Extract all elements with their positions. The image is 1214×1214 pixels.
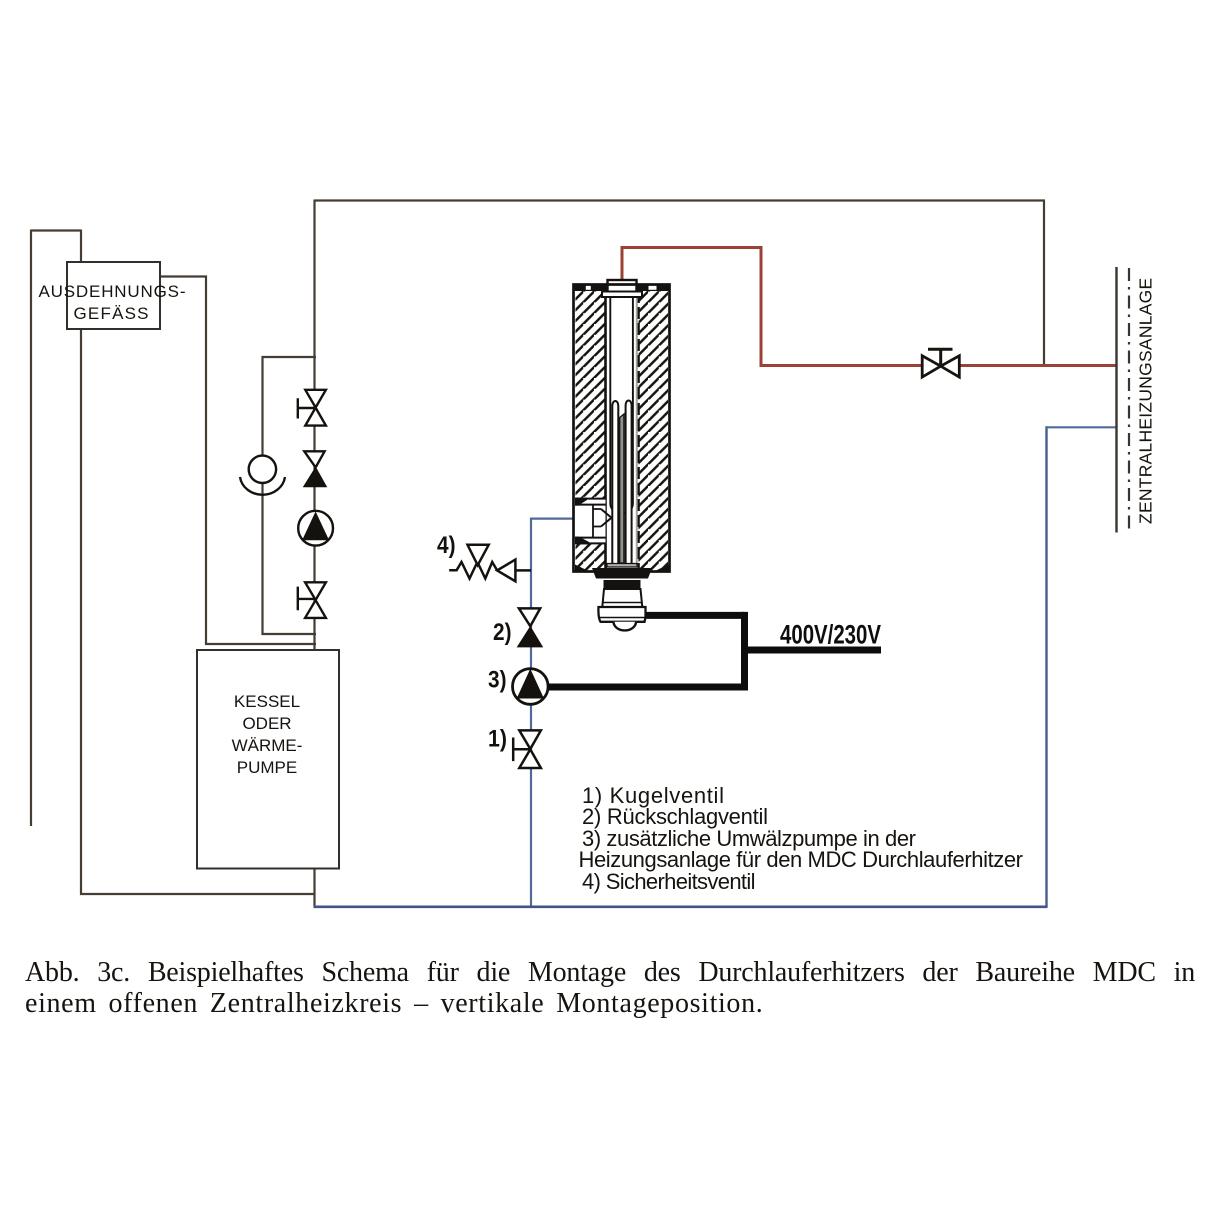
svg-text:4): 4) — [437, 532, 456, 559]
svg-text:4) Sicherheitsventil: 4) Sicherheitsventil — [582, 869, 756, 894]
svg-text:ODER: ODER — [242, 714, 291, 733]
svg-text:400V/230V: 400V/230V — [780, 620, 881, 650]
svg-text:AUSDEHNUNGS-: AUSDEHNUNGS- — [39, 282, 186, 301]
svg-text:2): 2) — [493, 619, 512, 646]
svg-text:3) zusätzliche Umwälzpumpe in: 3) zusätzliche Umwälzpumpe in der — [582, 826, 916, 851]
svg-text:KESSEL: KESSEL — [234, 692, 300, 711]
svg-text:Heizungsanlage für den MDC Dur: Heizungsanlage für den MDC Durchlauferhi… — [579, 847, 1024, 872]
svg-text:3): 3) — [488, 667, 507, 694]
svg-text:1): 1) — [488, 726, 507, 753]
svg-text:1) Kugelventil: 1) Kugelventil — [582, 783, 724, 808]
svg-text:PUMPE: PUMPE — [237, 758, 297, 777]
svg-text:2) Rückschlagventil: 2) Rückschlagventil — [582, 804, 768, 829]
svg-text:WÄRME-: WÄRME- — [232, 736, 303, 755]
svg-text:ZENTRALHEIZUNGSANLAGE: ZENTRALHEIZUNGSANLAGE — [1136, 278, 1156, 524]
